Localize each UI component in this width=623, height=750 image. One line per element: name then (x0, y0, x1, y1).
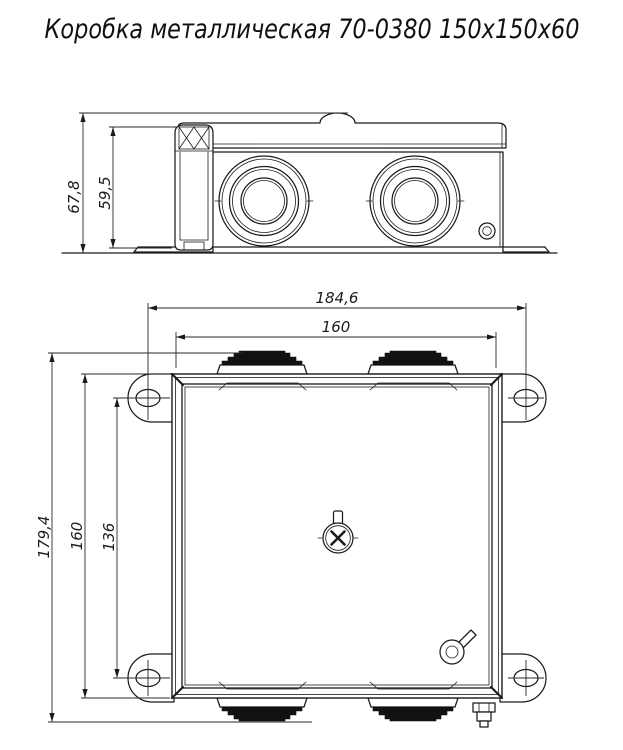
arrowhead-down (49, 713, 55, 722)
seal-collar-bottom-left (218, 681, 307, 690)
seal-base (367, 364, 459, 375)
dimension-label: 179,4 (35, 516, 53, 559)
page-title: Коробка металлическая 70-0380 150x150x60 (45, 14, 580, 45)
arrowhead-up (114, 398, 120, 407)
dimension-label: 59,5 (96, 176, 114, 209)
seal-base (367, 697, 459, 708)
gland-foot (183, 241, 205, 251)
lid-outer-edge-inner-line (175, 377, 499, 695)
seal-stack (372, 706, 454, 722)
arrowhead-down (80, 244, 86, 253)
knockout-bore (240, 177, 288, 225)
arrowhead-down (110, 239, 116, 248)
side-view: 67,8 59,5 (61, 112, 558, 254)
arrowhead-up (110, 127, 116, 136)
arrowhead-right (487, 334, 496, 340)
knockout-ring (379, 165, 451, 237)
knockout-ring (221, 158, 307, 244)
seal-stack (372, 350, 454, 366)
gland-outline (174, 124, 214, 251)
arrowhead-left (176, 334, 185, 340)
cable-seal-top-right (367, 350, 459, 375)
dimension-label: 67,8 (65, 180, 83, 213)
dimension-label: 160 (322, 318, 351, 336)
corner-bevel (170, 685, 185, 700)
knockout-ring (232, 169, 296, 233)
seal-base (216, 697, 308, 708)
corner-bevel (489, 372, 504, 387)
lid-lip-inner-line (184, 386, 490, 686)
corner-bevel (170, 372, 185, 387)
knockout-left (214, 155, 314, 247)
gland-hatch (178, 126, 210, 150)
dimension-lid-width: 160 (175, 318, 497, 368)
lid-lip (181, 383, 493, 689)
screw-outer (478, 222, 496, 240)
vent-plug (472, 702, 496, 728)
cable-seal-bottom-right (367, 697, 459, 722)
terminal-outer (439, 639, 465, 665)
knockout-ring (228, 165, 300, 237)
terminal-inner (445, 645, 459, 659)
lid-outline (177, 112, 507, 149)
cable-seal-top-left (216, 350, 308, 375)
knockout-bore-inner (243, 180, 285, 222)
cable-gland-side (174, 124, 214, 251)
arrowhead-up (82, 374, 88, 383)
arrowhead-right (517, 305, 526, 311)
cable-seal-bottom-left (216, 697, 308, 722)
dimension-height-body: 59,5 (96, 126, 176, 249)
corner-bevel (489, 685, 504, 700)
plug-tip (479, 720, 489, 728)
knockout-right (365, 155, 465, 247)
mount-tab-right-side (502, 246, 550, 253)
lid-side (177, 112, 507, 149)
dimension-label: 184,6 (316, 289, 359, 307)
dimension-height-total: 67,8 (65, 112, 348, 253)
dimension-label: 160 (68, 522, 86, 551)
screw-inner (482, 226, 492, 236)
arrowhead-down (114, 669, 120, 678)
seal-base (216, 364, 308, 375)
seal-stack (221, 706, 303, 722)
seal-collar-top-left (218, 382, 307, 391)
plug-body (476, 711, 492, 722)
body-outline (211, 151, 504, 248)
dimension-label: 136 (100, 523, 118, 552)
knockout-ring (383, 169, 447, 233)
arrowhead-up (49, 353, 55, 362)
arrowhead-down (82, 689, 88, 698)
plan-view: 184,6 160 179,4 160 (35, 289, 547, 728)
dimension-lid-height: 160 (68, 373, 170, 699)
dimension-overall-height: 179,4 (35, 352, 312, 723)
seal-stack (221, 350, 303, 366)
seal-collar-bottom-right (369, 681, 458, 690)
ground-terminal (439, 629, 477, 665)
seal-collar-top-right (369, 382, 458, 391)
arrowhead-left (148, 305, 157, 311)
phillips-cross (330, 530, 346, 546)
dimension-hole-vertical-span: 136 (100, 398, 120, 678)
arrowhead-up (80, 113, 86, 122)
plug-hex (472, 702, 496, 713)
drawing-title: Коробка металлическая 70-0380 150x150x60 (45, 14, 580, 45)
knockout-bore (391, 177, 439, 225)
screw-head-inner (325, 525, 351, 551)
knockout-bore-inner (394, 180, 436, 222)
lid-screw (317, 510, 359, 554)
knockout-ring (372, 158, 458, 244)
box-body-side (211, 151, 504, 248)
dimension-mount-span: 184,6 (147, 289, 527, 420)
screw-side (478, 222, 496, 240)
